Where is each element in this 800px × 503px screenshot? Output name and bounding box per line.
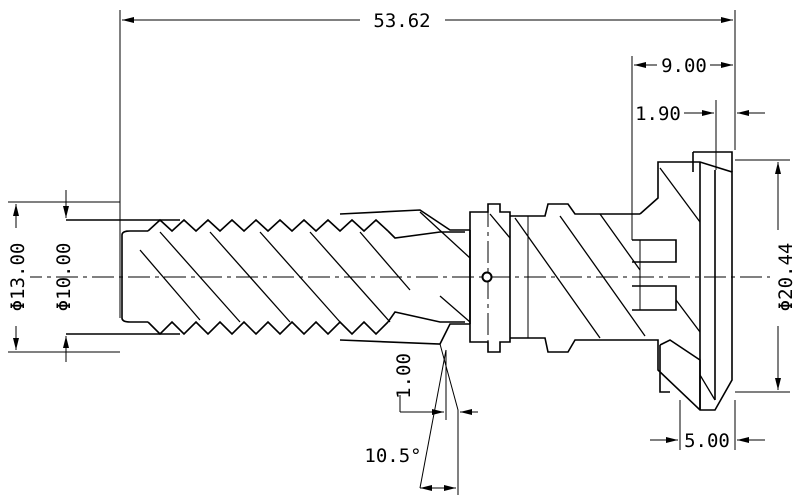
- dim-diameter-major: Φ13.00: [6, 201, 120, 353]
- dim-tip-offset: 1.00: [393, 343, 478, 495]
- dim-overall-length-text: 53.62: [373, 10, 430, 32]
- dim-flange-step-text: 1.90: [635, 103, 681, 125]
- dim-diameter-head-text: Φ20.44: [775, 243, 797, 312]
- dim-flange-width: 9.00: [631, 55, 733, 240]
- dim-diameter-head: Φ20.44: [735, 159, 797, 393]
- dim-flange-width-text: 9.00: [661, 55, 707, 77]
- dim-tip-angle: 10.5°: [364, 349, 456, 491]
- section-hatching: [139, 167, 716, 401]
- dim-diameter-major-text: Φ13.00: [7, 243, 29, 312]
- dim-flange-step: 1.90: [635, 100, 765, 170]
- dim-overall-length: 53.62: [119, 10, 736, 318]
- dim-diameter-minor: Φ10.00: [53, 190, 75, 362]
- dim-head-depth-text: 5.00: [684, 430, 730, 452]
- dim-tip-offset-text: 1.00: [393, 353, 415, 399]
- dim-diameter-minor-text: Φ10.00: [53, 243, 75, 312]
- dim-tip-angle-text: 10.5°: [364, 445, 421, 467]
- dim-head-depth: 5.00: [650, 400, 765, 452]
- center-point: [481, 271, 493, 283]
